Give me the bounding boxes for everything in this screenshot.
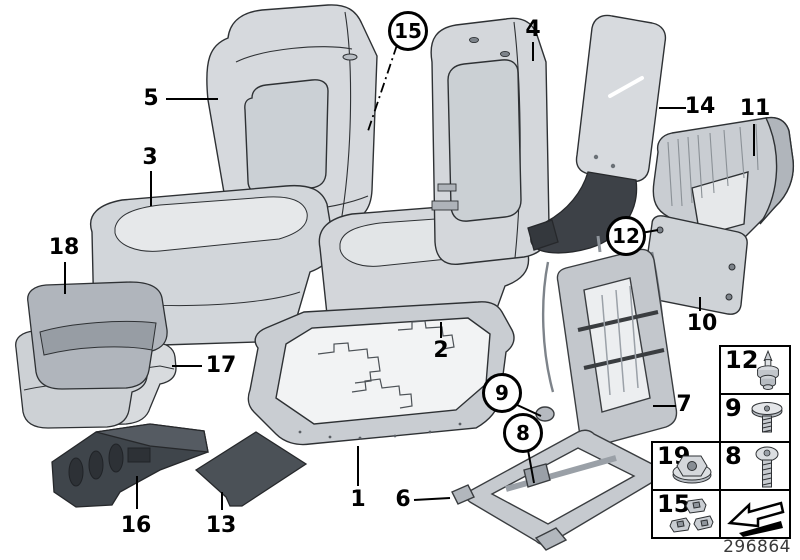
legend-label-15: 15 xyxy=(657,490,691,518)
pan-head-screw-icon xyxy=(755,446,779,488)
legend-cell-15: 15 xyxy=(651,489,721,539)
callout-13: 13 xyxy=(205,513,237,538)
legend-cell-19: 19 xyxy=(651,441,721,491)
circled-callout-15: 15 xyxy=(388,11,428,51)
callout-3: 3 xyxy=(142,145,158,170)
callout-18: 18 xyxy=(48,235,80,260)
backrest-cushion-left xyxy=(206,4,378,235)
legend-label-8: 8 xyxy=(725,442,742,470)
callout-16: 16 xyxy=(120,513,152,538)
direction-of-travel-arrow-icon xyxy=(727,501,785,537)
legend-cell-arrow xyxy=(719,489,791,539)
leader-lines xyxy=(64,42,755,510)
callout-6: 6 xyxy=(395,487,411,512)
drawing-number: 296864 xyxy=(723,537,791,557)
callout-11: 11 xyxy=(739,96,771,121)
leader-9 xyxy=(514,403,542,417)
backrest-cushion-right xyxy=(430,17,550,265)
callout-2: 2 xyxy=(433,338,449,363)
callout-17: 17 xyxy=(205,353,237,378)
leader-15 xyxy=(367,44,398,132)
circled-callout-9: 9 xyxy=(482,373,522,413)
callout-1: 1 xyxy=(350,487,366,512)
callout-5: 5 xyxy=(143,86,159,111)
armrest-lid xyxy=(575,14,667,183)
leader-6 xyxy=(413,497,451,501)
insulation-pad xyxy=(194,431,308,507)
rear-trim-panel xyxy=(652,116,795,249)
callout-14: 14 xyxy=(684,94,716,119)
legend-label-9: 9 xyxy=(725,394,742,422)
legend-cell-9: 9 xyxy=(719,393,791,443)
circled-callout-12: 12 xyxy=(606,216,646,256)
legend-label-12: 12 xyxy=(725,346,759,374)
flanged-nut-icon xyxy=(672,455,712,484)
support-bracket xyxy=(51,423,209,508)
armrest-upper-cushion xyxy=(27,281,168,390)
legend-cell-8: 8 xyxy=(719,441,791,491)
callout-7: 7 xyxy=(676,392,692,417)
backrest-frame xyxy=(535,229,678,448)
countersunk-screw-icon xyxy=(751,402,783,433)
seat-rail-frame xyxy=(451,429,661,551)
callout-4: 4 xyxy=(525,17,541,42)
expanding-rivet-icon xyxy=(757,349,779,390)
callout-10: 10 xyxy=(686,311,718,336)
seat-pan xyxy=(247,301,515,446)
circled-callout-8: 8 xyxy=(503,413,543,453)
spring-clip-icon xyxy=(669,498,714,533)
legend-cell-12: 12 xyxy=(719,345,791,395)
leader-8 xyxy=(527,449,535,484)
